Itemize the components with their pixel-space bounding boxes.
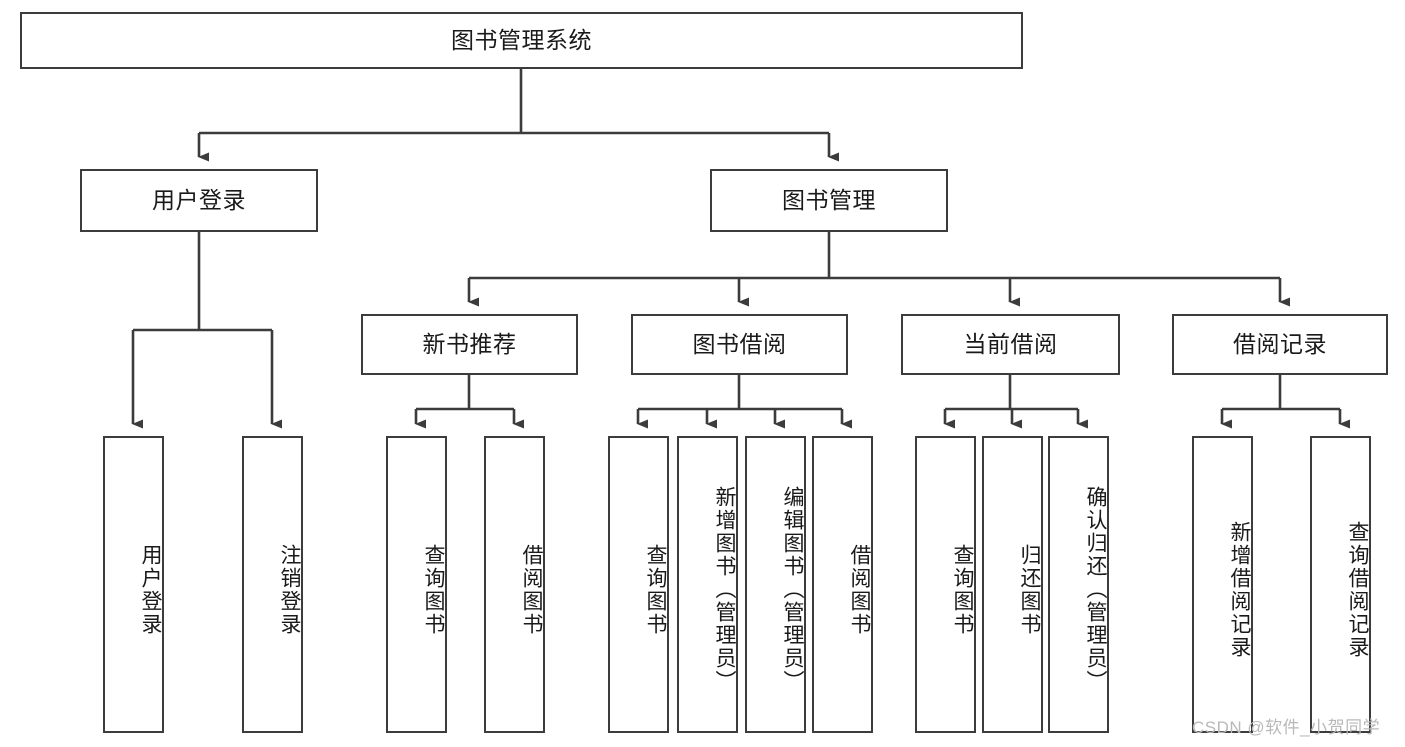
leaf-return-book[interactable]: 归还图书 <box>982 436 1043 733</box>
leaf-edit-book-admin[interactable]: 编辑图书（管理员） <box>745 436 806 733</box>
leaf-add-borrow-record[interactable]: 新增借阅记录 <box>1192 436 1253 733</box>
node-root-system[interactable]: 图书管理系统 <box>20 12 1023 69</box>
node-label: 查询图书 <box>951 543 974 636</box>
node-label: 查询借阅记录 <box>1346 520 1369 659</box>
node-label: 查询图书 <box>422 543 445 636</box>
node-label: 借阅图书 <box>848 543 871 636</box>
leaf-borrow-book-recommend[interactable]: 借阅图书 <box>484 436 545 733</box>
leaf-confirm-return-admin[interactable]: 确认归还（管理员） <box>1048 436 1109 733</box>
node-label: 新书推荐 <box>422 330 517 357</box>
leaf-query-book-recommend[interactable]: 查询图书 <box>386 436 447 733</box>
leaf-add-book-admin[interactable]: 新增图书（管理员） <box>677 436 738 733</box>
node-borrow-record[interactable]: 借阅记录 <box>1172 314 1388 375</box>
leaf-user-login[interactable]: 用户登录 <box>103 436 164 733</box>
node-label: 查询图书 <box>644 543 667 636</box>
leaf-query-book-borrow[interactable]: 查询图书 <box>608 436 669 733</box>
node-label: 注销登录 <box>278 543 301 636</box>
node-current-borrow[interactable]: 当前借阅 <box>901 314 1120 375</box>
node-book-borrow[interactable]: 图书借阅 <box>631 314 848 375</box>
node-label: 借阅图书 <box>520 543 543 636</box>
node-label: 新增图书（管理员） <box>713 486 736 693</box>
node-label: 编辑图书（管理员） <box>781 486 804 693</box>
leaf-query-borrow-record[interactable]: 查询借阅记录 <box>1310 436 1371 733</box>
node-label: 图书管理系统 <box>451 26 592 53</box>
node-user-login[interactable]: 用户登录 <box>80 169 318 232</box>
node-label: 归还图书 <box>1018 543 1041 636</box>
node-label: 用户登录 <box>139 543 162 636</box>
watermark-credit: CSDN @软件_小贺同学 <box>1192 718 1381 737</box>
leaf-query-book-current[interactable]: 查询图书 <box>915 436 976 733</box>
node-label: 确认归还（管理员） <box>1084 486 1107 693</box>
node-book-management[interactable]: 图书管理 <box>710 169 948 232</box>
leaf-borrow-book[interactable]: 借阅图书 <box>812 436 873 733</box>
node-label: 用户登录 <box>152 186 246 213</box>
node-new-book-recommend[interactable]: 新书推荐 <box>361 314 578 375</box>
node-label: 当前借阅 <box>963 330 1058 357</box>
leaf-logout[interactable]: 注销登录 <box>242 436 303 733</box>
node-label: 借阅记录 <box>1233 330 1327 357</box>
node-label: 图书管理 <box>782 186 876 213</box>
node-label: 图书借阅 <box>692 330 787 357</box>
node-label: 新增借阅记录 <box>1228 520 1251 659</box>
